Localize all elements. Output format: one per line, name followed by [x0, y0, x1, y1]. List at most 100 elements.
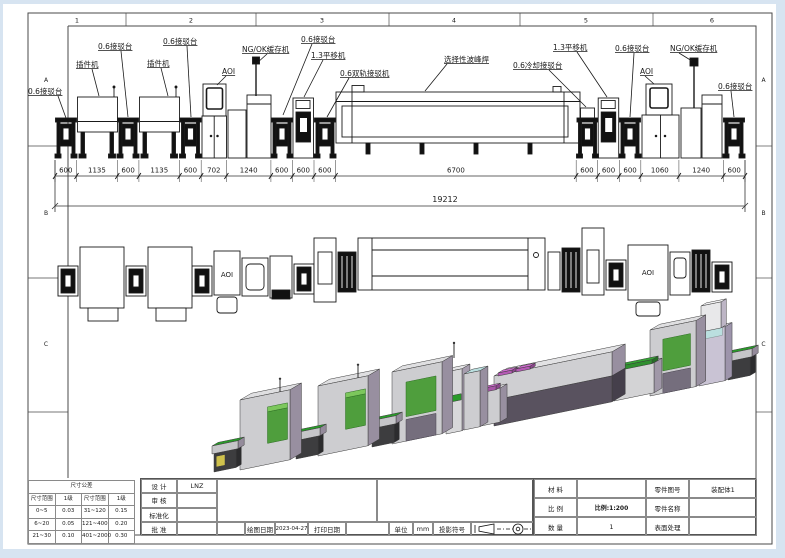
dimension-value: 1135	[88, 167, 106, 175]
plan-conveyor-stand	[191, 265, 213, 297]
front-machine-label: 选择性波峰焊	[444, 54, 489, 64]
front-machine-label: 0.6双轨接驳机	[340, 68, 390, 78]
projection-label: 投影符号	[433, 521, 471, 536]
dimension-value: 1240	[692, 167, 710, 175]
plan-oven-modules	[241, 255, 293, 300]
plan-shuttle-2	[581, 227, 605, 296]
check-value	[177, 493, 217, 508]
plan-roller-2	[561, 247, 581, 293]
dimension-tick	[721, 172, 726, 180]
front-view: 0.6接驳台插件机0.6接驳台插件机0.6接驳台AOING/OK缓存机0.6接驳…	[28, 34, 752, 212]
dimension-tick	[268, 172, 274, 180]
tolerance-header: 1级	[107, 492, 135, 507]
plan-aoi-1-label: AOI	[221, 271, 233, 279]
machine-front-wave-solder	[335, 85, 581, 155]
zone-column-label: 6	[710, 17, 714, 25]
tolerance-cell: 401~2000	[81, 530, 111, 544]
tolerance-table-title: 尺寸公差	[28, 480, 135, 494]
front-machine-labels: 0.6接驳台插件机0.6接驳台插件机0.6接驳台AOING/OK缓存机0.6接驳…	[28, 34, 752, 119]
dimension-value: 600	[184, 167, 197, 175]
total-dimension	[51, 160, 749, 212]
dimension-tick	[573, 172, 579, 180]
front-machine-label: 1.3平移机	[553, 42, 588, 52]
plan-conveyor-stand	[711, 261, 733, 293]
tolerance-cell: 21~30	[28, 530, 56, 544]
qty-label: 数 量	[534, 517, 577, 536]
approve-value	[177, 521, 217, 536]
dimension-value: 600	[580, 167, 593, 175]
front-machine-label: 0.6接驳台	[301, 34, 335, 44]
plan-inserter-1-tray	[87, 307, 119, 322]
label-leader-line	[57, 95, 67, 119]
plan-conveyor-small	[547, 251, 561, 291]
machine-front-conveyor-stand	[722, 117, 746, 159]
machine-front-inserter-1	[77, 85, 118, 159]
dimension-tick	[638, 172, 644, 180]
label-leader-line	[160, 67, 169, 97]
material-value	[577, 479, 646, 498]
plan-conveyor-stands	[57, 259, 733, 297]
surface-label: 表面处理	[646, 517, 689, 536]
draw-date-value: 2023-04-27	[275, 521, 308, 536]
tolerance-table: 尺寸公差 尺寸范围 1级 尺寸范围 1级 0~5 0.03 31~120 0.1…	[28, 480, 135, 544]
dimension-value: 600	[602, 167, 615, 175]
machine-3d-inserter	[317, 363, 380, 457]
front-conveyor-stands	[54, 117, 746, 159]
dimension-value: 1240	[240, 167, 258, 175]
tolerance-cell: 31~120	[81, 505, 109, 519]
machine-front-shuttle-2	[597, 97, 620, 159]
label-leader-line	[91, 68, 100, 97]
front-machine-label: 插件机	[76, 59, 99, 69]
plan-wave-solder	[357, 237, 546, 291]
unit-value: mm	[413, 521, 433, 536]
title-block: 材 料 零件图号 装配体1 比 例 比例:1:200 零件名称 数 量 1 表面…	[533, 478, 757, 536]
plan-aoi-2: AOI	[627, 244, 669, 317]
machine-front-aoi-2	[641, 83, 680, 159]
dimension-tick	[114, 172, 120, 180]
dimension-value: 600	[297, 167, 310, 175]
zone-row-label: C	[761, 341, 765, 348]
zone-column-label: 1	[75, 17, 79, 25]
zone-column-label: 4	[452, 17, 456, 25]
tolerance-cell: 0.10	[54, 530, 82, 544]
zone-row-label: B	[44, 210, 48, 217]
total-dimension-text: 19212	[432, 195, 457, 204]
standard-value	[177, 507, 217, 522]
zone-column-label: 5	[584, 17, 588, 25]
print-date-value	[346, 521, 389, 536]
part-name-label: 零件名称	[646, 498, 689, 517]
design-label: 设 计	[141, 479, 177, 494]
label-leader-line	[256, 53, 268, 64]
tolerance-header: 尺寸范围	[81, 492, 109, 507]
tolerance-cell: 0.05	[54, 517, 82, 532]
zone-column-label: 2	[189, 17, 193, 25]
plan-conveyor-stand	[293, 263, 315, 295]
plan-shuttle-1	[313, 237, 337, 303]
signature-block: 设 计 LNZ 审 核 标准化 批 准 绘图日期 2023-04-27 打印日期…	[140, 478, 534, 536]
front-machine-label: 1.3平移机	[311, 50, 346, 60]
machine-3d-wave-solder	[493, 343, 626, 427]
plan-inserter-2	[147, 246, 193, 309]
label-leader-line	[326, 77, 350, 118]
dimension-tick	[224, 172, 229, 180]
dimension-tick	[136, 172, 142, 180]
tolerance-header: 1级	[54, 492, 82, 507]
machine-3d-conveyor-stand	[211, 436, 245, 473]
front-machine-label: 0.6接驳台	[98, 41, 132, 51]
dimension-value: 600	[623, 167, 636, 175]
zone-column-label: 3	[320, 17, 324, 25]
unit-label: 单位	[389, 521, 413, 536]
front-machine-label: 0.6接驳台	[615, 43, 649, 53]
dimension-tick	[676, 172, 682, 180]
zone-row-label: C	[44, 341, 48, 348]
label-leader-line	[186, 45, 192, 118]
machine-front-ngok-buffer-2	[680, 57, 723, 159]
front-machine-label: NG/OK缓存机	[242, 44, 290, 54]
scale-label: 比 例	[534, 498, 577, 517]
dimension-value: 600	[59, 167, 72, 175]
front-machine-label: 0.6接驳台	[718, 81, 752, 91]
label-leader-line	[424, 63, 448, 92]
label-leader-line	[303, 59, 324, 98]
standard-label: 标准化	[141, 507, 177, 522]
